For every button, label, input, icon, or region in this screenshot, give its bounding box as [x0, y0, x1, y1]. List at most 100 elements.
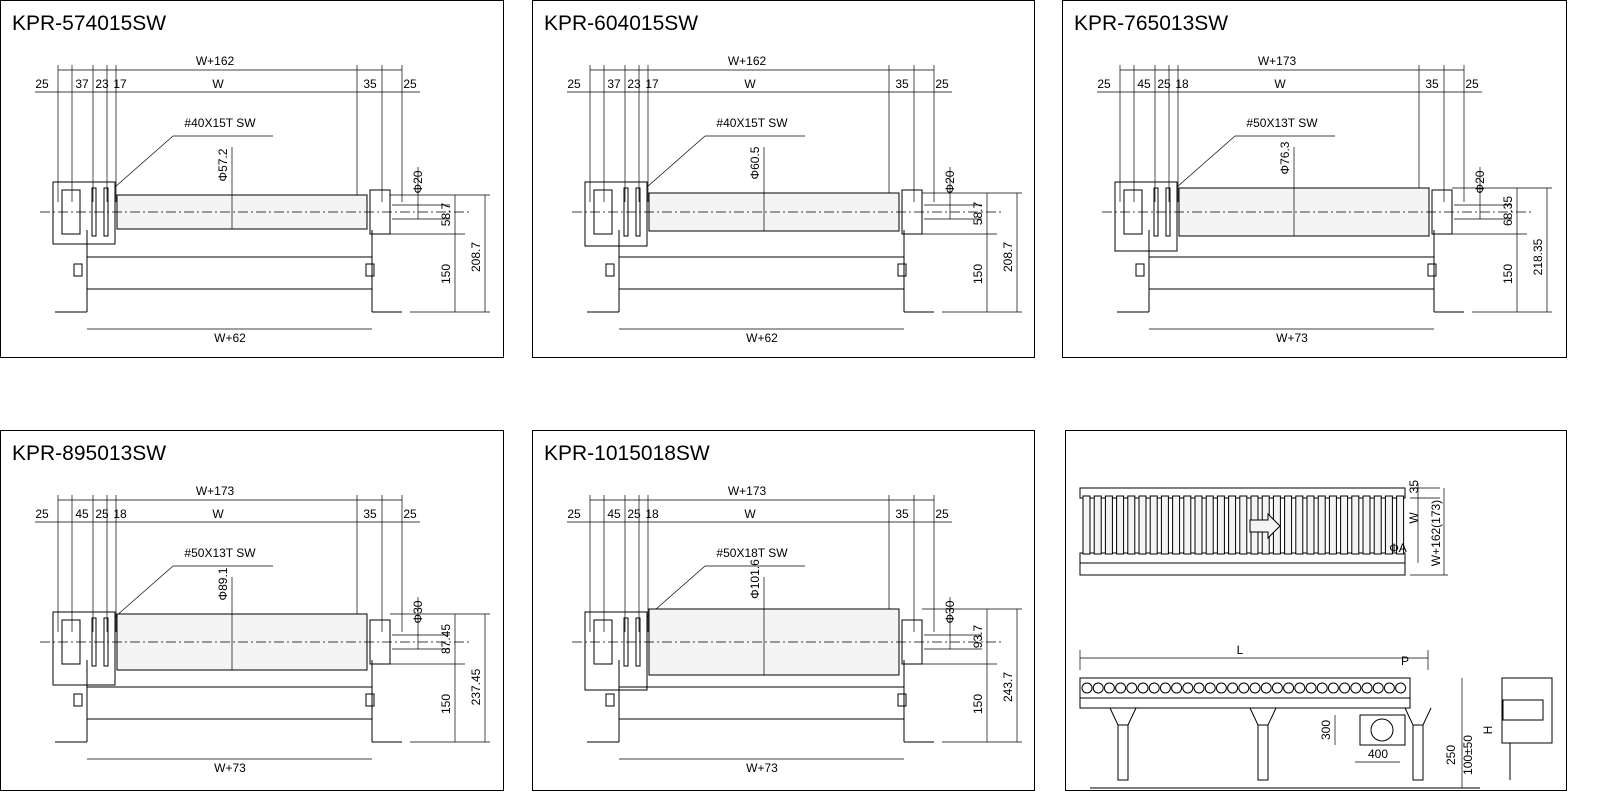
- return-roller: [86, 686, 373, 720]
- top-roller: [1172, 495, 1181, 555]
- dimension-label: 37: [75, 77, 89, 91]
- dim-400-label: 400: [1368, 747, 1388, 761]
- base-plate: [1079, 562, 1406, 576]
- height-roller-label: 93.7: [971, 624, 985, 648]
- end-view-motor: [1502, 699, 1544, 721]
- dimension-label: 25: [627, 507, 641, 521]
- bolt: [1135, 263, 1145, 277]
- dimension-label: 37: [607, 77, 621, 91]
- height-roller-label: 58.7: [971, 201, 985, 225]
- roller-diameter-label: Φ60.5: [748, 146, 762, 179]
- sprocket-label: #50X13T SW: [184, 546, 256, 560]
- dimension-label: 25: [567, 507, 581, 521]
- side-roller: [1103, 682, 1115, 694]
- sprocket-label: #40X15T SW: [184, 116, 256, 130]
- dimension-label: 45: [75, 507, 89, 521]
- top-roller: [1228, 495, 1237, 555]
- dim-35-label: 35: [1407, 480, 1421, 494]
- side-roller: [1126, 682, 1138, 694]
- dimension-label: 23: [627, 77, 641, 91]
- top-roller: [1306, 495, 1315, 555]
- section-panel: [0, 430, 504, 791]
- side-roller: [1395, 682, 1407, 694]
- dimension-label: W: [1274, 77, 1286, 91]
- dimension-label: 35: [895, 507, 909, 521]
- return-roller: [618, 686, 905, 720]
- height-frame-label: 150: [971, 694, 985, 714]
- side-roller: [1350, 682, 1362, 694]
- model-title: KPR-1015018SW: [544, 442, 710, 465]
- left-bracket: [52, 611, 116, 686]
- left-bracket: [1114, 181, 1178, 252]
- leg: [1412, 724, 1424, 781]
- bolt: [365, 263, 375, 277]
- right-bearing: [1431, 189, 1453, 235]
- top-roller: [1160, 495, 1169, 555]
- left-bracket: [584, 181, 648, 247]
- height-total-label: 208.7: [1001, 242, 1015, 272]
- height-roller-label: 68.35: [1501, 196, 1515, 226]
- dimension-label: 25: [935, 507, 949, 521]
- height-frame-label: 150: [1501, 264, 1515, 284]
- side-roller: [1283, 682, 1295, 694]
- dimension-label: 17: [645, 77, 659, 91]
- dimension-label: 25: [403, 77, 417, 91]
- dimension-label: 25: [567, 77, 581, 91]
- dimension-label: 18: [1175, 77, 1189, 91]
- height-total-label: 243.7: [1001, 672, 1015, 702]
- overall-width-label: W+162: [196, 54, 235, 68]
- top-roller: [1216, 495, 1225, 555]
- top-roller: [1205, 495, 1214, 555]
- leg-bracket: [1109, 707, 1137, 726]
- side-roller: [1249, 682, 1261, 694]
- top-roller: [1138, 495, 1147, 555]
- side-roller: [1115, 682, 1127, 694]
- dimension-label: 25: [1465, 77, 1479, 91]
- bottom-width-label: W+62: [746, 331, 778, 345]
- roller-diameter-label: Φ76.3: [1278, 141, 1292, 174]
- bolt: [365, 693, 375, 707]
- dim-phi-a-label: ΦA: [1389, 541, 1407, 555]
- top-roller: [1284, 495, 1293, 555]
- left-bracket: [584, 611, 648, 691]
- dimension-label: 25: [1097, 77, 1111, 91]
- dim-adjust-label: 100±50: [1461, 735, 1475, 775]
- top-roller: [1127, 495, 1136, 555]
- dimension-label: 25: [403, 507, 417, 521]
- top-roller: [1295, 495, 1304, 555]
- top-roller: [1384, 495, 1393, 555]
- sprocket-label: #40X15T SW: [716, 116, 788, 130]
- dim-w-label: W: [1407, 512, 1421, 524]
- carrier-roller: [116, 194, 368, 230]
- overall-width-label: W+173: [196, 484, 235, 498]
- bolt: [73, 263, 83, 277]
- dimension-label: W: [212, 507, 224, 521]
- roller-diameter-label: Φ89.1: [216, 567, 230, 600]
- top-roller: [1317, 495, 1326, 555]
- top-roller: [1116, 495, 1125, 555]
- dim-pitch-label: P: [1401, 654, 1409, 668]
- roller-diameter-label: Φ57.2: [216, 148, 230, 181]
- dimension-label: 25: [35, 77, 49, 91]
- right-bearing: [369, 619, 391, 665]
- height-frame-label: 150: [439, 694, 453, 714]
- bolt: [1427, 263, 1437, 277]
- side-roller: [1092, 682, 1104, 694]
- side-roller: [1137, 682, 1149, 694]
- side-roller: [1193, 682, 1205, 694]
- leg-bracket: [1404, 707, 1432, 726]
- side-roller: [1227, 682, 1239, 694]
- side-roller: [1361, 682, 1373, 694]
- section-panel: [0, 0, 504, 358]
- bolt: [897, 693, 907, 707]
- height-roller-label: 87.45: [439, 624, 453, 654]
- height-total-label: 218.35: [1531, 238, 1545, 275]
- dim-length-label: L: [1237, 643, 1244, 657]
- model-title: KPR-604015SW: [544, 12, 698, 35]
